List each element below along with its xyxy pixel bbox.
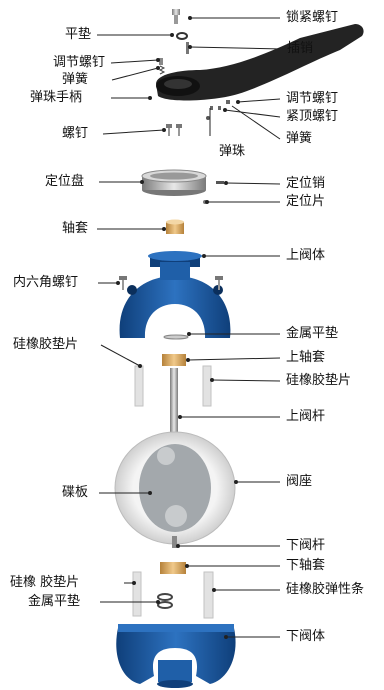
label-bushing: 轴套 (62, 221, 89, 236)
label-spring-right: 弹簧 (286, 131, 313, 146)
lower-stem-part (172, 536, 177, 548)
label-ball-handle: 弹珠手柄 (30, 90, 83, 105)
label-lower-body: 下阀体 (286, 629, 326, 644)
rubber-pad-left-upper-part (134, 365, 144, 407)
label-upper-bushing: 上轴套 (286, 350, 326, 365)
label-lower-stem: 下阀杆 (286, 538, 326, 553)
rubber-elastic-strip-part (203, 571, 214, 619)
spring-left-part (158, 65, 166, 75)
label-seat: 阀座 (286, 474, 313, 489)
label-screw: 螺钉 (62, 126, 89, 141)
label-rubber-pad-lower: 硅橡 胶垫片 (10, 575, 80, 590)
label-disc: 碟板 (62, 485, 89, 500)
lock-screw-part (172, 9, 180, 24)
label-set-screw: 紧顶螺钉 (286, 109, 339, 124)
metal-washer-upper-part (163, 334, 189, 340)
adjust-screw-left-part (159, 58, 163, 65)
label-adjust-screw-left: 调节螺钉 (53, 55, 106, 70)
label-metal-washer-lower: 金属平垫 (28, 594, 81, 609)
label-metal-washer-upper: 金属平垫 (286, 326, 339, 341)
pin-part (186, 42, 189, 54)
label-positioning-plate: 定位盘 (45, 174, 85, 189)
adjust-screw-right-part (226, 100, 230, 104)
screw-part (166, 124, 182, 136)
positioning-pin-part (216, 181, 224, 184)
label-upper-stem: 上阀杆 (286, 409, 326, 424)
lower-valve-body-part (116, 624, 236, 688)
label-lower-bushing: 下轴套 (286, 558, 326, 573)
upper-valve-body-part (119, 251, 231, 338)
label-pin: 插销 (287, 41, 314, 56)
leader-lines (97, 16, 284, 639)
label-rubber-pad-left-upper: 硅橡胶垫片 (13, 337, 79, 352)
label-upper-body: 上阀体 (286, 248, 326, 263)
rubber-pad-lower-part (132, 571, 142, 617)
label-flat-washer: 平垫 (65, 27, 92, 42)
hex-socket-screw-part (119, 276, 223, 290)
positioning-plate-part (141, 169, 207, 196)
ball-handle-part (156, 24, 364, 101)
label-rubber-pad-right-upper: 硅橡胶垫片 (286, 373, 352, 388)
lower-bushing-part (160, 562, 186, 574)
ball-part (206, 116, 210, 120)
label-hex-socket-screw: 内六角螺钉 (13, 275, 79, 290)
label-positioning-pin: 定位销 (286, 176, 326, 191)
rubber-pad-right-upper-part (202, 365, 212, 407)
bushing-part (166, 219, 184, 234)
flat-washer-part (176, 32, 188, 40)
set-screw-part (218, 106, 221, 110)
label-lock-screw: 锁紧螺钉 (286, 10, 339, 25)
metal-washer-lower-part (157, 593, 173, 601)
disc-part (139, 444, 211, 532)
upper-bushing-part (162, 354, 186, 366)
label-adjust-screw-right: 调节螺钉 (286, 91, 339, 106)
label-rubber-elastic-strip: 硅橡胶弹性条 (286, 582, 365, 597)
label-spring-left: 弹簧 (62, 72, 89, 87)
upper-stem-part (170, 368, 178, 440)
label-ball: 弹珠 (219, 144, 246, 159)
label-positioning-piece: 定位片 (286, 194, 326, 209)
